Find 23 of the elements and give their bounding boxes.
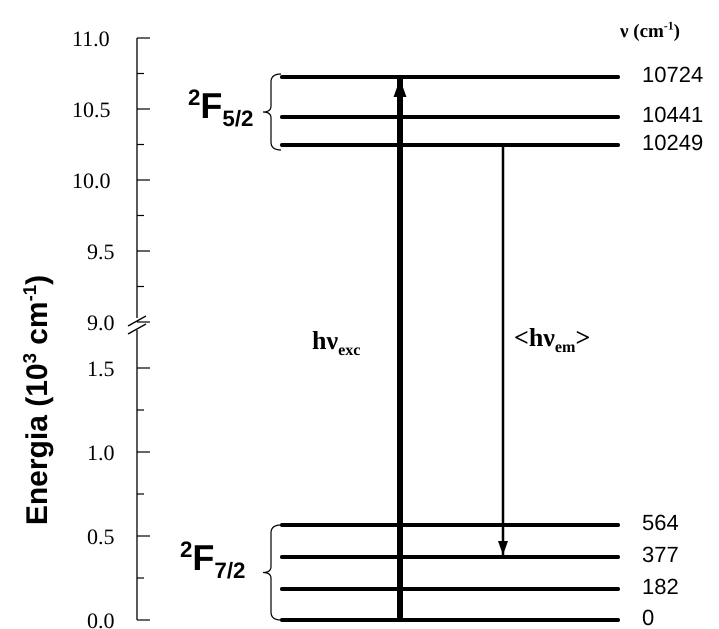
tick-label: 1.0 — [87, 442, 114, 464]
arrow — [394, 79, 406, 618]
level-value: 377 — [642, 544, 679, 566]
level-value: 564 — [642, 512, 679, 534]
unit-label: ν (cm$^{-1}$) — [620, 22, 680, 41]
tick-label: 0.0 — [87, 610, 114, 629]
level-value: 10724 — [642, 64, 704, 86]
level-value: 10249 — [642, 132, 704, 154]
tick-label: 9.5 — [87, 241, 114, 263]
level-value: 182 — [642, 576, 679, 598]
edge-label: hν$_{exc}$ — [312, 328, 360, 354]
level-value: 0 — [642, 607, 654, 629]
tick-label: 9.0 — [87, 312, 114, 334]
level-value: 10441 — [642, 104, 704, 126]
term-symbol: $^{2}$F$_{7/2}$ — [180, 540, 246, 576]
tick-label: 10.5 — [72, 99, 110, 121]
arrow — [498, 147, 508, 555]
tick-label: 1.5 — [87, 358, 114, 380]
tick-label: 0.5 — [87, 526, 114, 548]
tick-label: 10.0 — [72, 170, 110, 192]
tick-label: 11.0 — [72, 28, 110, 50]
term-symbol: $^{2}$F$_{5/2}$ — [188, 88, 254, 124]
edge-label: <hν$_{em}$> — [514, 325, 590, 351]
